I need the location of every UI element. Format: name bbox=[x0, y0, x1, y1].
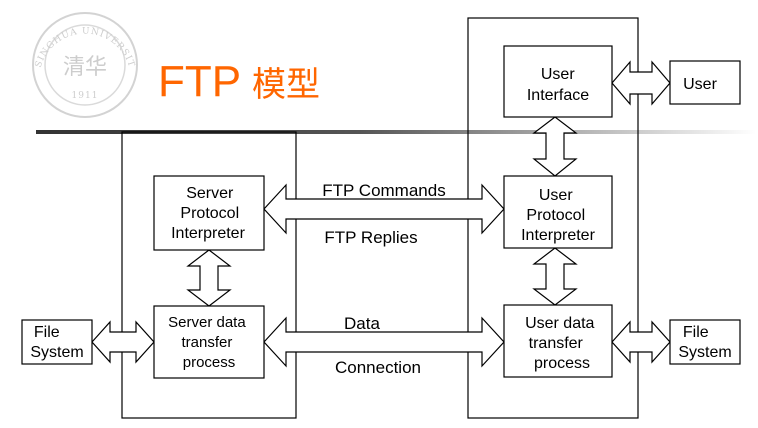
file-system-right-box bbox=[669, 319, 741, 365]
user-dtp-label: User data transfer process bbox=[525, 315, 599, 372]
seal-year: 1911 bbox=[72, 91, 99, 101]
ftp-replies-label: FTP Replies bbox=[324, 228, 417, 247]
user-external-box bbox=[669, 60, 741, 105]
page-title-latin: FTP bbox=[158, 57, 241, 106]
page-title-cjk: 模型 bbox=[252, 65, 320, 105]
server-dtp-label: Server data transfer process bbox=[168, 314, 250, 371]
data-label: Data bbox=[344, 314, 380, 333]
user-dtp-box bbox=[503, 304, 613, 378]
fs-right-arrow bbox=[611, 320, 671, 364]
user-interface-label: User Interface bbox=[527, 66, 589, 104]
ui-user-arrow bbox=[611, 60, 671, 106]
connection-label: Connection bbox=[335, 358, 421, 377]
user-pi-box bbox=[503, 175, 613, 249]
server-dtp-box bbox=[153, 305, 265, 379]
server-frame bbox=[121, 131, 297, 419]
ftp-commands-label: FTP Commands bbox=[322, 181, 445, 200]
user-external-label: User bbox=[683, 76, 717, 93]
server-pi-box bbox=[153, 175, 265, 251]
user-pi-label: User Protocol Interpreter bbox=[521, 187, 595, 244]
file-system-left-label: File System bbox=[30, 324, 83, 361]
server-pi-label: Server Protocol Interpreter bbox=[171, 185, 245, 242]
tsinghua-seal-logo: TSINGHUA UNIVERSITY 清华 1911 bbox=[0, 0, 138, 118]
ui-upi-arrow bbox=[532, 116, 578, 177]
seal-glyph: 清华 bbox=[63, 55, 107, 80]
header-divider bbox=[36, 130, 756, 134]
fs-left-arrow bbox=[91, 320, 155, 364]
upi-udtp-arrow bbox=[532, 247, 578, 306]
user-interface-box bbox=[503, 45, 613, 118]
file-system-left-box bbox=[21, 319, 93, 365]
server-pi-dtp-arrow bbox=[186, 249, 232, 307]
file-system-right-label: File System bbox=[678, 324, 731, 361]
